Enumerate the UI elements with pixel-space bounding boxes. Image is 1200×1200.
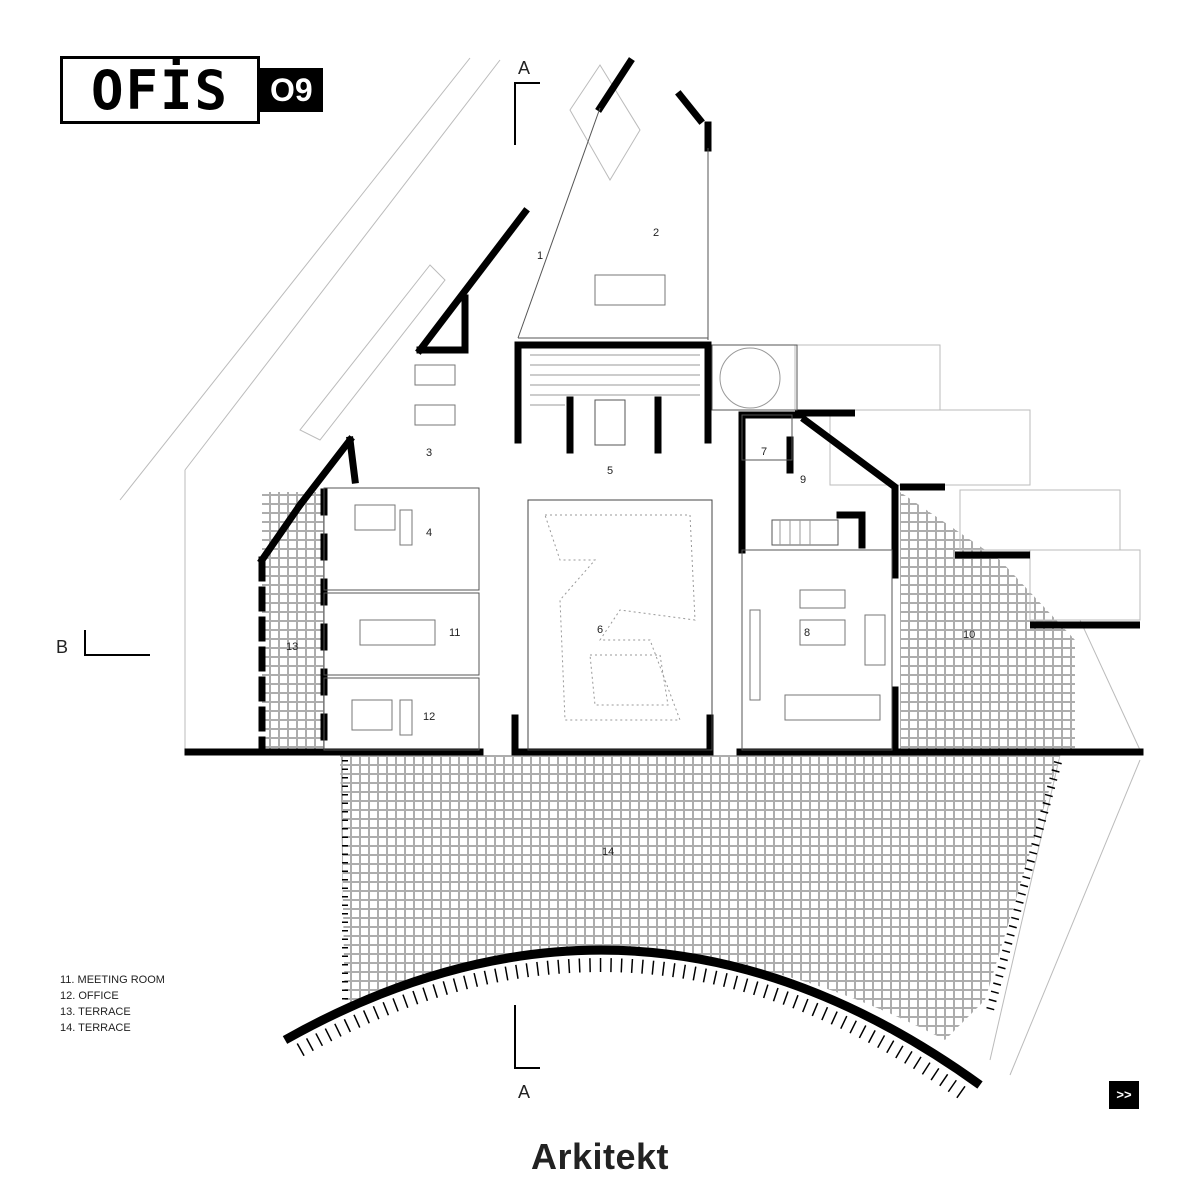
room-label-6: 6 xyxy=(597,624,603,636)
room-label-2: 2 xyxy=(653,227,659,239)
room-label-10: 10 xyxy=(963,629,975,641)
room-label-9: 9 xyxy=(800,474,806,486)
section-marker-a-top: A xyxy=(514,58,540,145)
section-marker-b: B xyxy=(56,630,150,657)
room-label-14: 14 xyxy=(602,846,614,858)
svg-text:A: A xyxy=(518,1082,530,1102)
terrace-10 xyxy=(900,492,1075,750)
legend-item: 12. OFFICE xyxy=(60,990,119,1002)
room-label-3: 3 xyxy=(426,447,432,459)
staircase xyxy=(530,347,811,545)
courtyard xyxy=(527,499,713,751)
legend: 11. MEETING ROOM 12. OFFICE 13. TERRACE … xyxy=(60,972,165,1036)
room-label-7: 7 xyxy=(761,446,767,458)
room-label-4: 4 xyxy=(426,527,432,539)
arc-wall xyxy=(282,945,983,1089)
legend-item: 14. TERRACE xyxy=(60,1022,131,1034)
stepped-walls xyxy=(795,409,1140,629)
arc-hatch xyxy=(296,958,970,1101)
ofis-logo: OFİS O9 xyxy=(60,56,323,124)
svg-text:A: A xyxy=(518,58,530,78)
section-marker-a-bottom: A xyxy=(514,1005,540,1102)
room-labels: 1 2 3 4 5 6 7 8 9 10 11 12 13 14 xyxy=(286,227,975,858)
terrace-14 xyxy=(340,755,1060,1040)
street-lines xyxy=(119,57,1141,1076)
furniture xyxy=(351,274,886,736)
room-label-8: 8 xyxy=(804,627,810,639)
next-button[interactable]: >> xyxy=(1109,1081,1139,1109)
interior-lines xyxy=(323,107,893,751)
brand-logo: Arkitekt xyxy=(530,1136,670,1177)
room-label-12: 12 xyxy=(423,711,435,723)
logo-word: OFİS xyxy=(60,56,260,124)
logo-number: O9 xyxy=(260,68,323,112)
svg-text:B: B xyxy=(56,637,68,657)
room-label-13: 13 xyxy=(286,641,298,653)
adjacent-buildings xyxy=(794,344,1141,751)
terrace-13 xyxy=(262,492,324,750)
room-label-5: 5 xyxy=(607,465,613,477)
room-label-11: 11 xyxy=(449,627,460,639)
legend-item: 13. TERRACE xyxy=(60,1006,131,1018)
room-label-1: 1 xyxy=(537,250,543,262)
terrace-edge-hatch-right xyxy=(986,760,1062,1012)
legend-item: 11. MEETING ROOM xyxy=(60,974,165,986)
